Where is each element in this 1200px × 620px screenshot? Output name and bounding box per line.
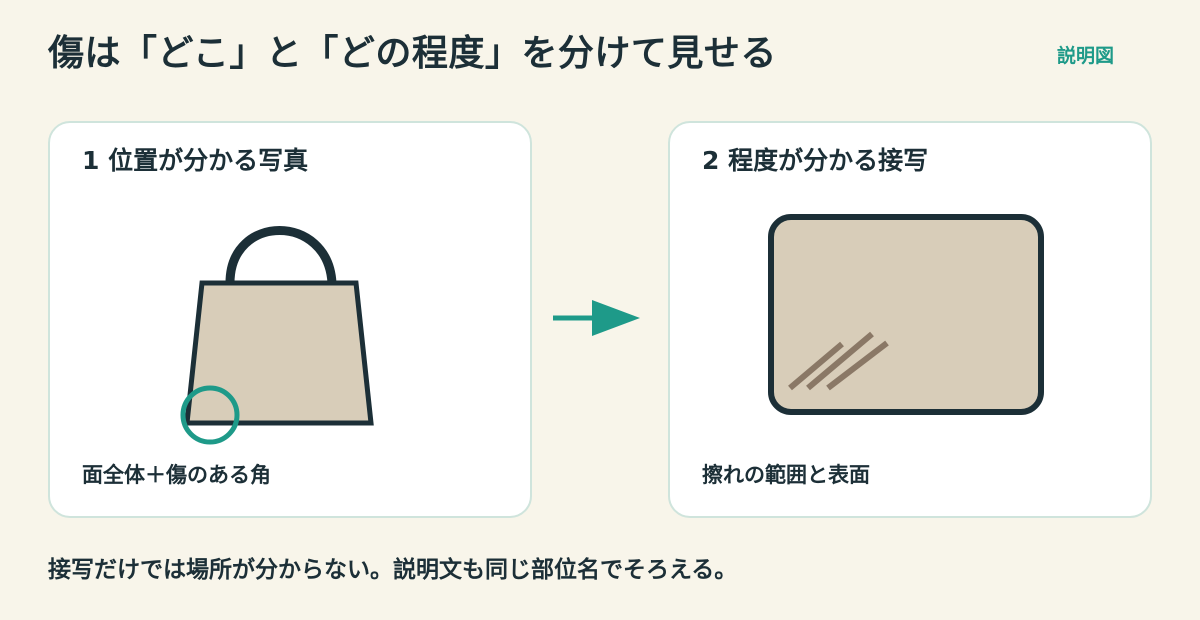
step-card-location: 1 位置が分かる写真 面全体＋傷のある角	[48, 121, 532, 518]
footer-note: 接写だけでは場所が分からない。説明文も同じ部位名でそろえる。	[48, 557, 738, 583]
step-caption: 面全体＋傷のある角	[82, 463, 271, 487]
step-caption: 擦れの範囲と表面	[702, 463, 870, 487]
diagram-tag: 説明図	[1056, 45, 1114, 67]
step-heading: 1 位置が分かる写真	[82, 146, 309, 175]
scratch-marks-icon	[788, 331, 889, 391]
damage-circle-icon	[180, 385, 240, 445]
closeup-panel-icon	[768, 214, 1044, 415]
handbag-body	[184, 280, 374, 426]
handbag-handle	[225, 226, 337, 288]
handbag-icon	[180, 226, 374, 445]
step-heading: 2 程度が分かる接写	[702, 146, 929, 175]
step-card-closeup: 2 程度が分かる接写 擦れの範囲と表面	[668, 121, 1152, 518]
right-arrow-icon	[553, 300, 640, 336]
page-title: 傷は「どこ」と「どの程度」を分けて見せる	[48, 33, 777, 74]
